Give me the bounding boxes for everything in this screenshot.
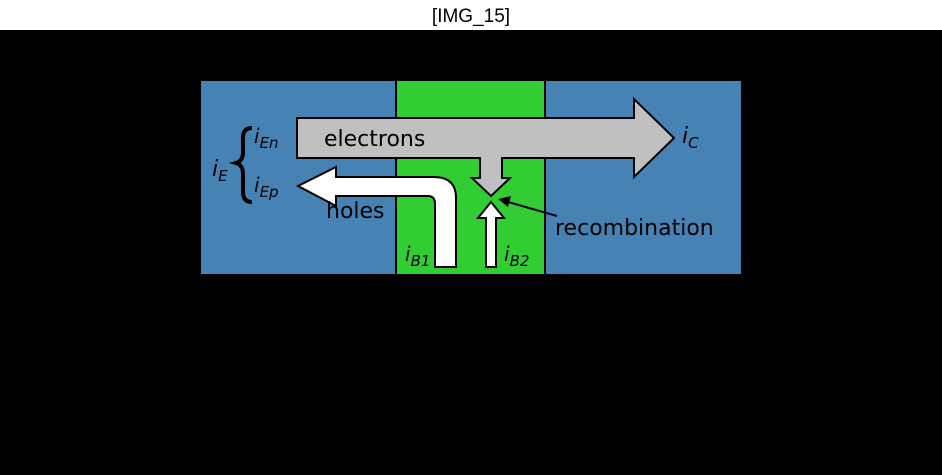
bjt-current-diagram: electrons holes recombination iE iEn iEp… xyxy=(199,79,743,276)
hole-flow-arrow xyxy=(295,165,457,268)
electrons-label: electrons xyxy=(324,127,425,152)
emitter-current-label: iE xyxy=(212,157,228,185)
holes-label: holes xyxy=(326,199,385,224)
base-current-1-label: iB1 xyxy=(405,242,430,270)
recombination-pointer xyxy=(507,201,558,217)
electron-flow-arrow xyxy=(296,96,676,198)
emitter-electron-current-label: iEn xyxy=(254,124,279,152)
emitter-hole-current-label: iEp xyxy=(254,173,279,201)
recombination-pointer-head xyxy=(498,196,511,207)
collector-current-label: iC xyxy=(682,124,699,152)
base-current-arrow xyxy=(475,200,507,268)
base-current-2-label: iB2 xyxy=(504,242,529,270)
recombination-label: recombination xyxy=(555,216,714,241)
emitter-current-brace xyxy=(228,126,253,204)
image-title: [IMG_15] xyxy=(0,0,942,30)
